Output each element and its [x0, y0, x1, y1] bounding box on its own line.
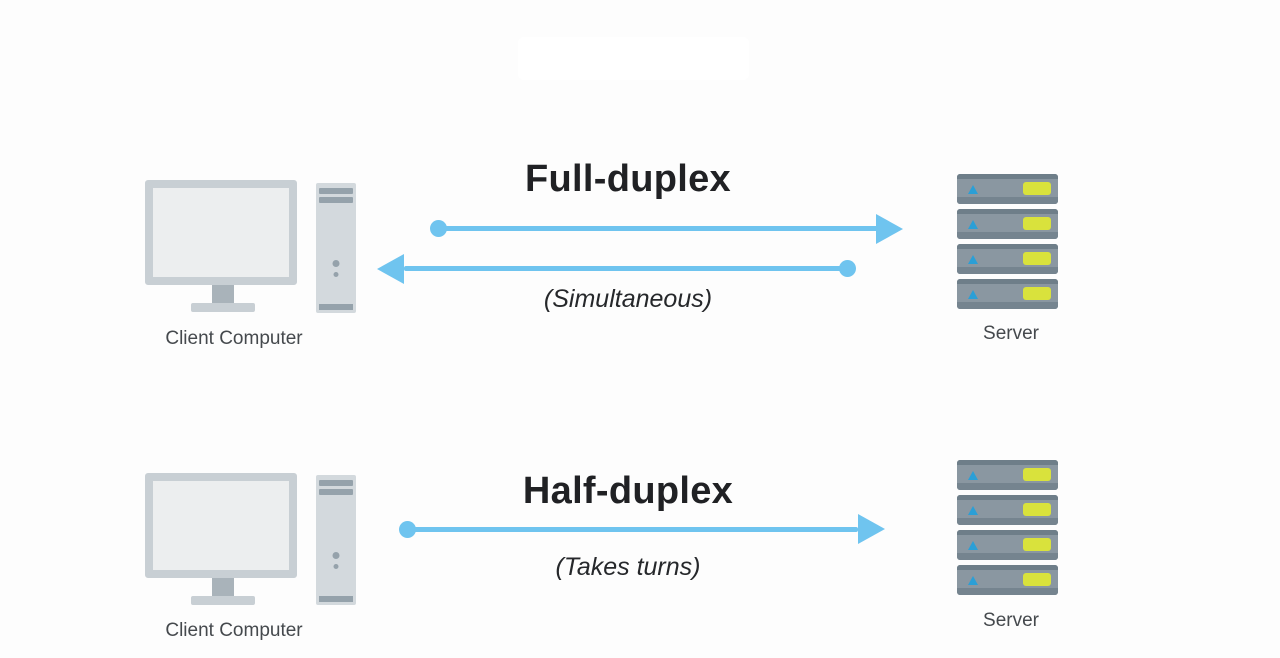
tower-led	[333, 564, 339, 569]
tower-vent-stripe	[319, 188, 353, 194]
tower-base-stripe	[319, 304, 353, 310]
server-drive-panel	[1023, 287, 1051, 300]
server-led-icon	[968, 290, 978, 299]
server-unit	[957, 530, 1058, 560]
monitor-stand-neck	[212, 285, 234, 304]
client-computer-label: Client Computer	[165, 620, 303, 641]
server-label: Server	[983, 610, 1039, 631]
arrowhead-right-icon	[876, 214, 903, 244]
tower-base-stripe	[319, 596, 353, 602]
computer-tower-icon	[316, 475, 356, 605]
tower-led	[333, 272, 339, 277]
section-title: Full-duplex	[525, 158, 731, 200]
server-unit	[957, 174, 1058, 204]
monitor-icon	[145, 180, 297, 285]
server-led-icon	[968, 541, 978, 550]
server-led-icon	[968, 185, 978, 194]
monitor-icon	[145, 473, 297, 578]
tower-power-button	[332, 260, 340, 267]
server-led-icon	[968, 220, 978, 229]
server-drive-panel	[1023, 573, 1051, 586]
server-drive-panel	[1023, 503, 1051, 516]
monitor-stand-neck	[212, 578, 234, 597]
server-drive-panel	[1023, 468, 1051, 481]
client-computer-label: Client Computer	[165, 328, 303, 349]
arrow-line	[404, 266, 847, 271]
tower-vent-stripe	[319, 489, 353, 495]
arrowhead-left-icon	[377, 254, 404, 284]
server-led-icon	[968, 471, 978, 480]
server-led-icon	[968, 576, 978, 585]
server-drive-panel	[1023, 182, 1051, 195]
section-subtitle: (Simultaneous)	[543, 285, 713, 313]
computer-tower-icon	[316, 183, 356, 313]
arrow-origin-dot	[839, 260, 856, 277]
server-led-icon	[968, 506, 978, 515]
server-unit	[957, 565, 1058, 595]
server-unit	[957, 244, 1058, 274]
watermark-box	[518, 37, 749, 80]
server-drive-panel	[1023, 538, 1051, 551]
server-drive-panel	[1023, 217, 1051, 230]
arrowhead-right-icon	[858, 514, 885, 544]
monitor-stand-base	[191, 596, 255, 605]
tower-power-button	[332, 552, 340, 559]
server-led-icon	[968, 255, 978, 264]
server-unit	[957, 209, 1058, 239]
section-subtitle: (Takes turns)	[555, 553, 701, 581]
tower-vent-stripe	[319, 480, 353, 486]
server-unit	[957, 279, 1058, 309]
tower-vent-stripe	[319, 197, 353, 203]
section-title: Half-duplex	[522, 470, 734, 512]
server-icon	[957, 174, 1058, 309]
server-unit	[957, 495, 1058, 525]
server-unit	[957, 460, 1058, 490]
server-label: Server	[983, 323, 1039, 344]
arrow-line	[407, 527, 858, 532]
monitor-stand-base	[191, 303, 255, 312]
arrow-line	[438, 226, 879, 231]
server-drive-panel	[1023, 252, 1051, 265]
server-icon	[957, 460, 1058, 595]
